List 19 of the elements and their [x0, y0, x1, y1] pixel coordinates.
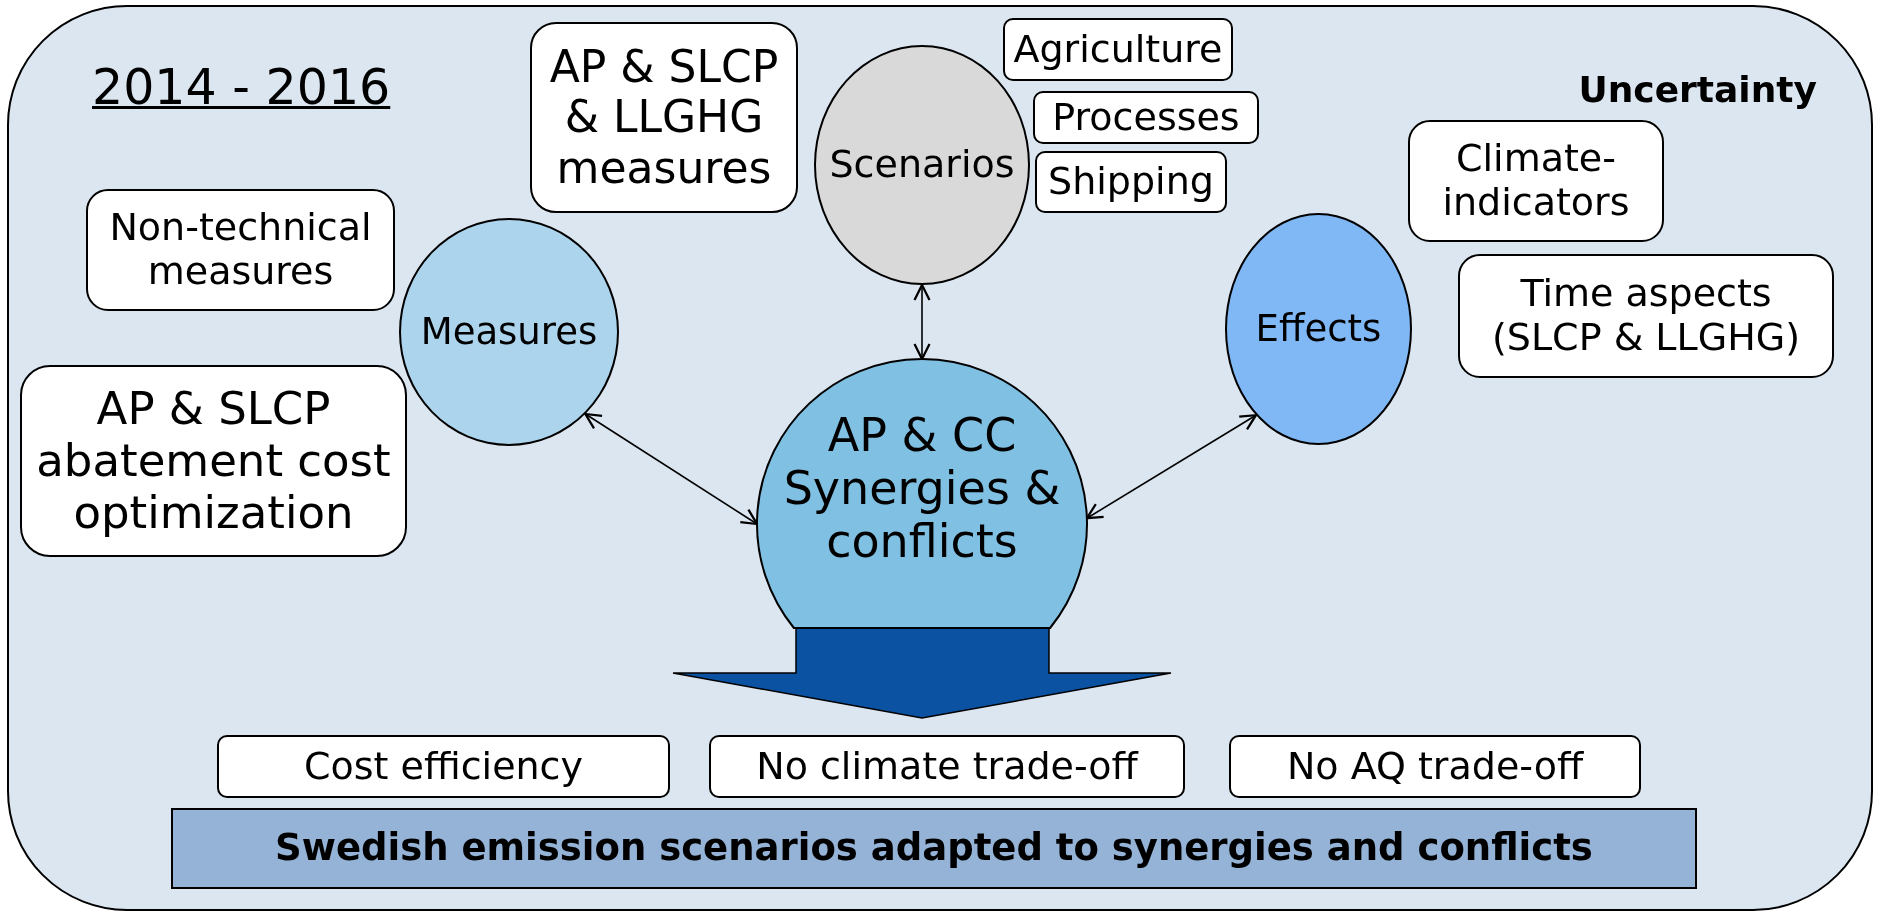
text-box: AP & SLCP & LLGHG measures — [530, 22, 798, 213]
text-box: Non-technical measures — [86, 189, 395, 311]
text-box: Processes — [1033, 91, 1259, 144]
text-box: Shipping — [1035, 151, 1227, 213]
text-box: Time aspects (SLCP & LLGHG) — [1458, 254, 1834, 378]
text-box: Agriculture — [1003, 18, 1233, 81]
panel-background — [7, 5, 1873, 911]
category-circle: Measures — [399, 218, 619, 446]
text-box: No AQ trade-off — [1229, 735, 1641, 798]
period-title: 2014 - 2016 — [92, 59, 391, 116]
uncertainty-heading: Uncertainty — [1578, 69, 1817, 110]
result-banner: Swedish emission scenarios adapted to synergies and conflicts — [171, 808, 1697, 889]
category-circle: Effects — [1225, 213, 1412, 445]
double-arrow — [913, 283, 931, 361]
text-box: AP & SLCP abatement cost optimization — [20, 365, 407, 557]
text-box: Cost efficiency — [217, 735, 670, 798]
block-arrow — [672, 627, 1172, 719]
text-box: No climate trade-off — [709, 735, 1185, 798]
text-box: Climate-indicators — [1408, 120, 1664, 242]
